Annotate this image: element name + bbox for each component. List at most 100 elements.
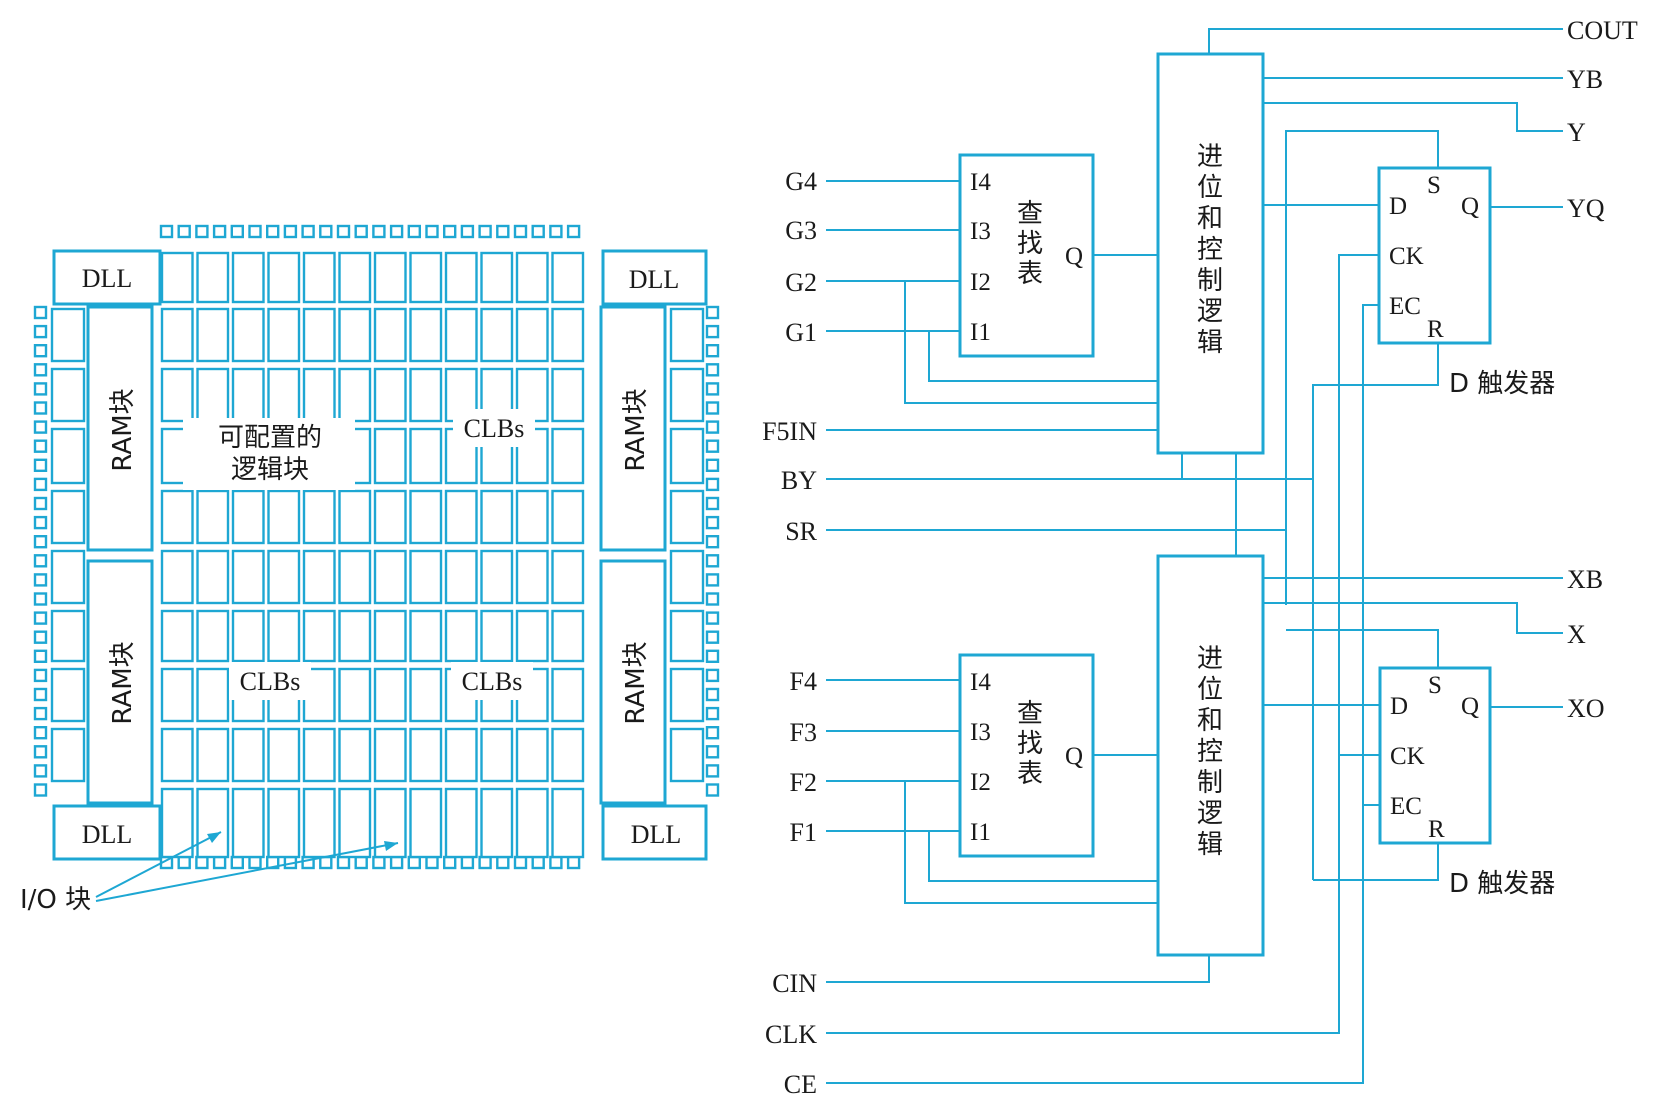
- clb-cell: [409, 609, 443, 663]
- clb-cell: [515, 251, 549, 304]
- io-pad: [33, 649, 48, 663]
- io-pad: [33, 382, 48, 396]
- clb-cell: [444, 251, 478, 304]
- io-pad: [705, 745, 720, 759]
- clb-cell: [231, 787, 265, 859]
- clb-cell: [267, 251, 301, 304]
- lut-pin-i3: I3: [970, 218, 991, 245]
- clb-cell: [515, 727, 549, 783]
- io-cell: [50, 609, 86, 663]
- clb-cell: [373, 667, 407, 723]
- clb-cell: [196, 307, 230, 363]
- io-pad: [705, 706, 720, 721]
- clb-cell: [515, 787, 549, 859]
- io-pad: [336, 224, 351, 239]
- dll-block-top-right: [601, 249, 708, 306]
- side-io-cells: [50, 307, 705, 783]
- io-pad: [33, 592, 48, 606]
- vertical-title-glyph: 进: [1197, 644, 1223, 674]
- clb-cell: [160, 251, 194, 304]
- label-backdrop: [453, 409, 535, 447]
- clb-cell: [302, 787, 336, 859]
- clb-cell: [302, 609, 336, 663]
- io-pointer-arrow: [95, 842, 399, 902]
- io-pad: [705, 382, 720, 396]
- dll-label: DLL: [629, 265, 680, 294]
- clb-cell: [551, 489, 585, 545]
- io-pad: [230, 855, 245, 870]
- clb-cell: [302, 251, 336, 304]
- vertical-title-glyph: 表: [1017, 259, 1043, 289]
- lut-pin-i1: I1: [970, 819, 991, 846]
- io-pad: [705, 611, 720, 625]
- io-pad: [283, 224, 298, 239]
- io-pad: [705, 592, 720, 606]
- clb-cell: [196, 549, 230, 605]
- vertical-title-glyph: 辑: [1197, 830, 1223, 860]
- clb-cell: [551, 549, 585, 605]
- output-label-cout: COUT: [1567, 16, 1638, 45]
- io-pad: [177, 855, 191, 870]
- io-pad: [460, 224, 475, 239]
- io-pad: [705, 363, 720, 377]
- label-backdrop: [451, 662, 533, 700]
- clb-cell: [267, 787, 301, 859]
- io-pad: [33, 611, 48, 625]
- io-pad: [33, 515, 48, 530]
- io-pad: [33, 706, 48, 721]
- clb-cell: [551, 307, 585, 363]
- dll-block-top-left: [52, 249, 162, 306]
- io-pad: [460, 855, 475, 870]
- clb-cell: [480, 609, 514, 663]
- arrowhead: [384, 841, 398, 851]
- ff-pin-r: R: [1428, 816, 1445, 843]
- clb-cell: [160, 367, 194, 423]
- output-label-yb: YB: [1567, 65, 1603, 94]
- clb-cell: [267, 489, 301, 545]
- io-pad: [248, 224, 262, 239]
- ff-pin-q: Q: [1461, 693, 1479, 720]
- vertical-title-glyph: 表: [1017, 759, 1043, 789]
- vertical-title-glyph: 和: [1197, 204, 1223, 234]
- clb-cell: [196, 251, 230, 304]
- io-cell: [50, 549, 86, 605]
- io-pad: [336, 855, 351, 870]
- clb-cell: [338, 609, 372, 663]
- ram-label: RAM块: [108, 388, 138, 471]
- clb-cell: [160, 307, 194, 363]
- clb-cell: [409, 489, 443, 545]
- input-label-g1: G1: [785, 318, 817, 347]
- clb-cell: [409, 307, 443, 363]
- io-pad: [301, 224, 315, 239]
- io-cell: [669, 307, 705, 363]
- io-pad: [354, 224, 368, 239]
- ram-block-top-left: [86, 305, 154, 552]
- io-pad: [33, 401, 48, 415]
- io-cell: [50, 427, 86, 485]
- input-label-f3: F3: [790, 718, 817, 747]
- clb-cell: [373, 727, 407, 783]
- io-pad: [705, 726, 720, 740]
- d-flipflop-lower: [1378, 666, 1492, 845]
- clb-cell: [267, 549, 301, 605]
- clb-cell: [231, 251, 265, 304]
- vertical-title-glyph: 制: [1197, 768, 1223, 798]
- ff-pin-r: R: [1427, 316, 1444, 343]
- io-pad: [443, 224, 457, 239]
- input-label-g3: G3: [785, 216, 817, 245]
- io-pad: [513, 855, 528, 870]
- input-label-clk: CLK: [765, 1020, 817, 1049]
- lut-title: 查找表: [1017, 699, 1043, 789]
- ff-pin-s: S: [1427, 172, 1441, 199]
- lut-upper: [958, 153, 1095, 358]
- clb-cell: [196, 787, 230, 859]
- clb-cell: [444, 727, 478, 783]
- io-pad: [33, 668, 48, 683]
- io-pad: [443, 855, 457, 870]
- clb-cell: [480, 549, 514, 605]
- io-pad: [319, 224, 333, 239]
- io-pad: [33, 764, 48, 778]
- io-pad: [33, 496, 48, 511]
- io-cell: [669, 727, 705, 783]
